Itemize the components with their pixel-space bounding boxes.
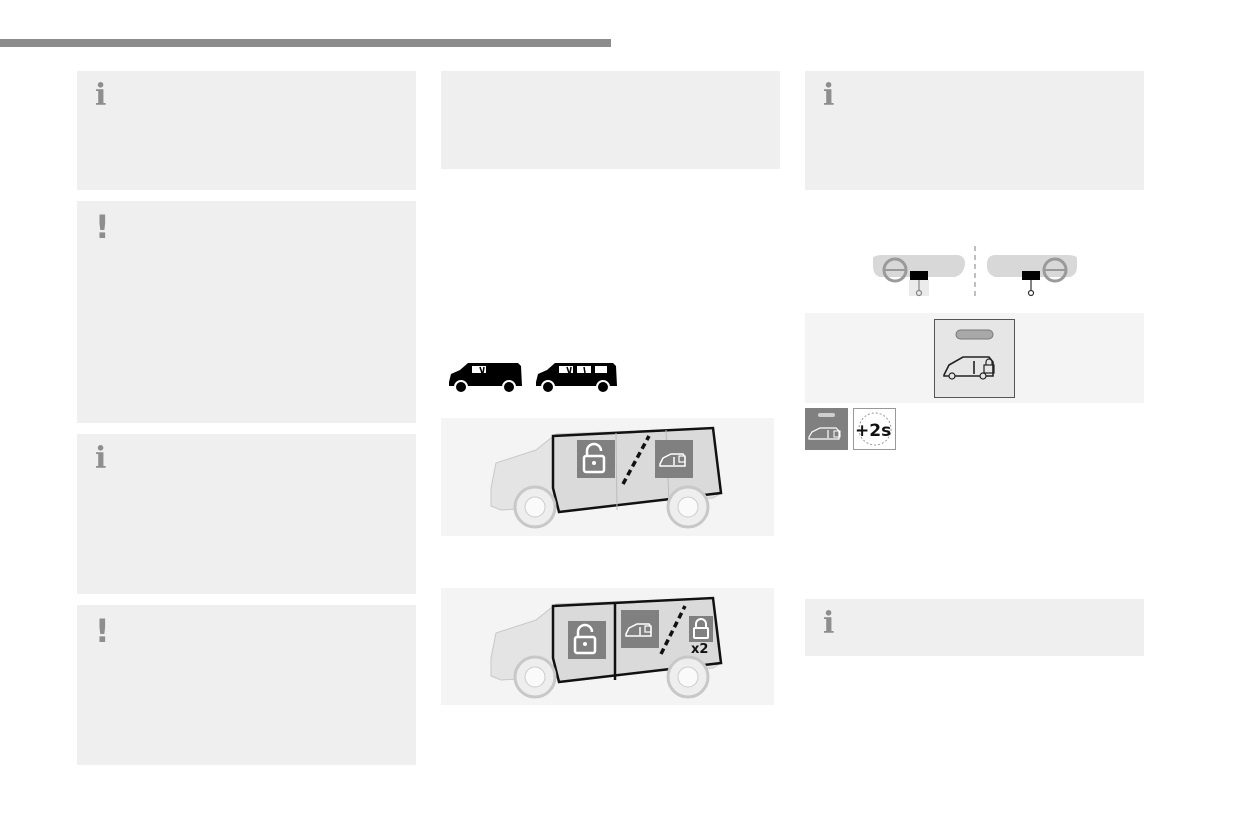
timer-icon: +2s	[853, 408, 896, 450]
header-rule	[0, 39, 611, 47]
van-lock-icon	[943, 356, 995, 380]
van-silhouettes	[446, 358, 621, 396]
multiplier-label: x2	[691, 642, 708, 657]
rear-lock-button	[934, 319, 1015, 398]
unlock-icon	[568, 621, 606, 659]
info-note-box: i	[805, 599, 1144, 656]
van-silhouette-windows-icon	[536, 363, 617, 394]
press-button-icon	[805, 408, 848, 450]
info-note-box: i	[805, 71, 1144, 190]
warning-icon: !	[95, 612, 110, 650]
info-icon: i	[823, 78, 835, 113]
warning-note-box: !	[77, 201, 416, 423]
lock-icon	[689, 616, 713, 642]
unlock-icon	[577, 440, 615, 478]
warning-note-box: !	[77, 605, 416, 765]
info-note-box: i	[77, 434, 416, 594]
van-lock-icon	[621, 610, 659, 648]
plain-note-box	[441, 71, 780, 169]
info-icon: i	[95, 78, 107, 113]
info-icon: i	[823, 606, 835, 641]
van-unlock-cab-figure	[441, 418, 774, 536]
dashboard-lhd-rhd-figure	[870, 244, 1080, 298]
van-sliding-door-figure: x2	[441, 588, 774, 705]
info-icon: i	[95, 441, 107, 476]
warning-icon: !	[95, 208, 110, 246]
van-lock-icon	[655, 440, 693, 478]
info-note-box: i	[77, 71, 416, 190]
van-silhouette-icon	[449, 363, 522, 394]
timer-label: +2s	[855, 421, 891, 441]
